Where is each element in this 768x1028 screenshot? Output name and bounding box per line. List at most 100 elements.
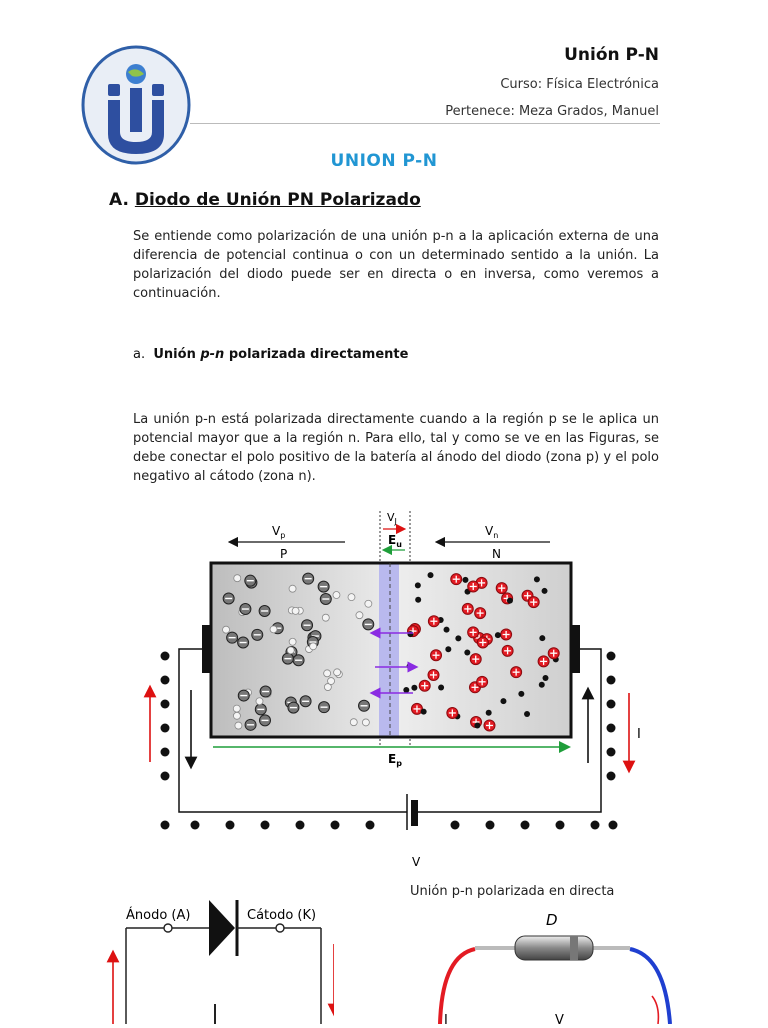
circuit-electron	[555, 820, 565, 830]
n-positive-ion	[446, 706, 459, 719]
p-hole	[361, 718, 370, 727]
subsection-title-pre: Unión	[153, 347, 201, 362]
vn-label: Vn	[485, 524, 498, 540]
n-positive-ion	[547, 647, 560, 660]
n-electron	[541, 587, 548, 594]
circuit-electron	[160, 699, 170, 709]
blue-lead-wire	[629, 947, 672, 1025]
p-negative-ion	[251, 628, 264, 641]
p-negative-ion	[222, 592, 235, 605]
n-positive-ion	[450, 573, 463, 586]
n-electron	[464, 649, 471, 656]
p-hole	[255, 697, 264, 706]
circuit-electron	[590, 820, 600, 830]
intro-paragraph: Se entiende como polarización de una uni…	[133, 229, 659, 301]
n-region-label: N	[492, 547, 501, 561]
n-electron	[474, 722, 481, 729]
current-label: I	[444, 1013, 448, 1024]
n-electron	[542, 675, 549, 682]
subsection-title-em: p-n	[200, 347, 225, 362]
n-positive-ion	[501, 644, 514, 657]
n-positive-ion	[476, 675, 489, 688]
p-negative-ion	[319, 593, 332, 606]
p-negative-ion	[259, 685, 272, 698]
circuit-electron	[450, 820, 460, 830]
depletion-region	[379, 563, 399, 737]
n-electron	[524, 711, 531, 718]
circuit-electron	[160, 747, 170, 757]
n-electron	[411, 684, 418, 691]
section-letter: A.	[109, 190, 129, 210]
p-hole	[332, 591, 341, 599]
n-electron	[539, 635, 546, 642]
diode-label: D	[546, 911, 558, 929]
p-hole	[309, 642, 318, 651]
n-positive-ion	[467, 580, 480, 593]
p-negative-ion	[302, 572, 315, 585]
p-hole	[234, 721, 243, 730]
forward-bias-paragraph: La unión p-n está polarizada directament…	[133, 412, 659, 484]
document-title: Unión P-N	[564, 45, 659, 65]
red-lead-wire	[438, 947, 476, 1025]
battery-label: V	[412, 855, 421, 869]
anode-label: Ánodo (A)	[126, 907, 190, 923]
figure-caption: Unión p-n polarizada en directa	[410, 884, 615, 899]
p-hole	[355, 611, 364, 620]
p-hole	[364, 599, 373, 608]
circuit-electron	[190, 820, 200, 830]
diode-triangle	[209, 900, 235, 956]
p-negative-ion	[358, 699, 371, 712]
n-electron	[462, 576, 469, 583]
circuit-electron	[295, 820, 305, 830]
n-electron	[538, 681, 545, 688]
p-negative-ion	[244, 718, 257, 731]
p-hole	[323, 669, 332, 678]
university-logo	[80, 44, 192, 166]
vj-label: VJ	[387, 511, 397, 526]
circuit-electron	[606, 723, 616, 733]
vp-label: Vp	[272, 524, 285, 540]
p-negative-ion	[292, 654, 305, 667]
p-negative-ion	[318, 701, 331, 714]
n-positive-ion	[500, 628, 513, 641]
author-line: Pertenece: Meza Grados, Manuel	[445, 104, 659, 119]
circuit-electron	[520, 820, 530, 830]
p-hole	[288, 584, 297, 593]
p-negative-ion	[226, 631, 239, 644]
p-negative-ion	[299, 695, 312, 708]
p-negative-ion	[258, 604, 271, 617]
p-negative-ion	[244, 574, 257, 587]
p-negative-ion	[259, 714, 272, 727]
circuit-electron	[160, 820, 170, 830]
n-electron	[445, 646, 452, 653]
p-hole	[323, 683, 332, 691]
battery-short-plate	[411, 800, 418, 826]
p-hole	[288, 637, 297, 646]
n-electron	[455, 635, 462, 642]
diode-body	[514, 935, 594, 961]
p-hole	[349, 718, 358, 727]
p-negative-ion	[281, 652, 294, 665]
circuit-electron	[606, 699, 616, 709]
n-positive-ion	[430, 649, 443, 662]
p-hole	[291, 606, 300, 615]
n-positive-ion	[474, 607, 487, 620]
p-negative-ion	[237, 689, 250, 702]
p-hole	[233, 711, 241, 720]
p-negative-ion	[287, 701, 300, 714]
n-electron	[485, 709, 492, 716]
anode-contact	[202, 625, 211, 673]
n-electron	[533, 576, 540, 583]
voltage-label: V	[555, 1013, 564, 1024]
eu-label: Eu	[388, 533, 402, 549]
n-electron	[403, 686, 410, 693]
n-positive-ion	[461, 602, 474, 615]
n-electron	[414, 582, 421, 589]
diode-circuit-figure: Ánodo (A) Cátodo (K) I	[104, 900, 345, 1024]
circuit-electron	[225, 820, 235, 830]
diode-component-figure: D I V	[420, 906, 680, 1028]
circuit-electron	[606, 747, 616, 757]
n-electron	[518, 690, 525, 697]
circuit-electron	[606, 675, 616, 685]
n-electron	[494, 632, 501, 639]
